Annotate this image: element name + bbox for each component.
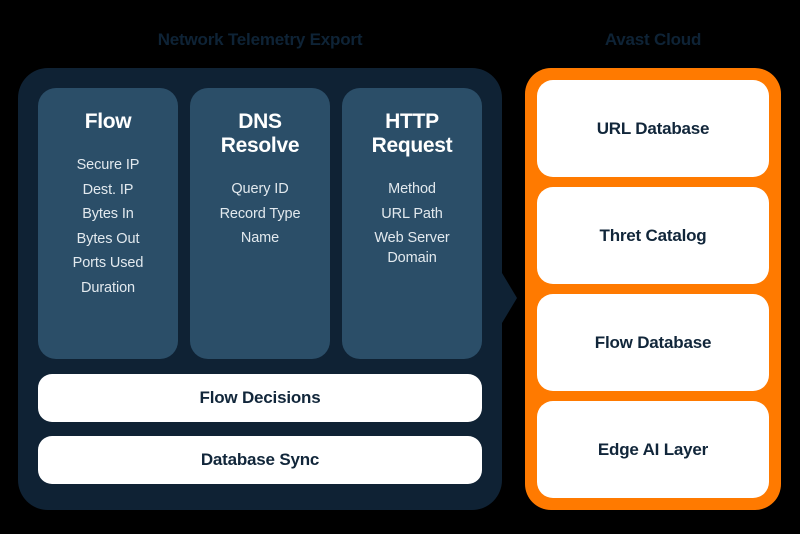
field-card-title: HTTP Request <box>371 110 453 158</box>
field-item: Method <box>388 181 436 198</box>
field-card-group: Flow Secure IP Dest. IP Bytes In Bytes O… <box>38 88 482 359</box>
cloud-card-url-database[interactable]: URL Database <box>537 80 769 177</box>
field-item: Duration <box>80 279 135 296</box>
field-item: Query ID <box>231 181 289 198</box>
field-card-dns-resolve[interactable]: DNS Resolve Query ID Record Type Name <box>190 88 330 359</box>
field-item: Dest. IP <box>82 181 134 198</box>
network-telemetry-export-panel: Flow Secure IP Dest. IP Bytes In Bytes O… <box>18 68 502 510</box>
arrow-right-icon <box>499 268 517 328</box>
cloud-card-edge-ai-layer[interactable]: Edge AI Layer <box>537 401 769 498</box>
field-card-title: Flow <box>84 110 132 133</box>
avast-cloud-panel: URL Database Thret Catalog Flow Database… <box>525 68 781 510</box>
action-bar-label: Flow Decisions <box>199 388 321 407</box>
field-item-list: Secure IP Dest. IP Bytes In Bytes Out Po… <box>73 156 144 298</box>
action-bar-flow-decisions[interactable]: Flow Decisions <box>38 374 482 422</box>
field-card-flow[interactable]: Flow Secure IP Dest. IP Bytes In Bytes O… <box>38 88 178 359</box>
field-card-http-request[interactable]: HTTP Request Method URL Path Web Server … <box>342 88 482 359</box>
cloud-card-flow-database[interactable]: Flow Database <box>537 294 769 391</box>
field-item-list: Method URL Path Web Server Domain <box>350 180 474 268</box>
field-item: Bytes In <box>82 206 134 223</box>
cloud-card-thret-catalog[interactable]: Thret Catalog <box>537 187 769 284</box>
cloud-card-label: Flow Database <box>594 332 712 352</box>
field-item: Record Type <box>219 205 301 222</box>
field-card-title: DNS Resolve <box>220 110 300 158</box>
cloud-card-label: URL Database <box>596 118 710 138</box>
field-item: Web Server Domain <box>374 230 450 266</box>
field-item-list: Query ID Record Type Name <box>220 180 301 249</box>
cloud-card-label: Edge AI Layer <box>597 439 709 459</box>
network-telemetry-export-title: Network Telemetry Export <box>157 30 363 49</box>
action-bar-label: Database Sync <box>200 450 320 469</box>
action-bar-database-sync[interactable]: Database Sync <box>38 436 482 484</box>
field-item: URL Path <box>381 205 443 222</box>
avast-cloud-title: Avast Cloud <box>604 30 702 49</box>
field-item: Bytes Out <box>76 230 140 247</box>
field-item: Secure IP <box>76 157 140 174</box>
field-item: Name <box>240 230 280 247</box>
field-item: Ports Used <box>72 255 144 272</box>
cloud-card-label: Thret Catalog <box>599 225 707 245</box>
